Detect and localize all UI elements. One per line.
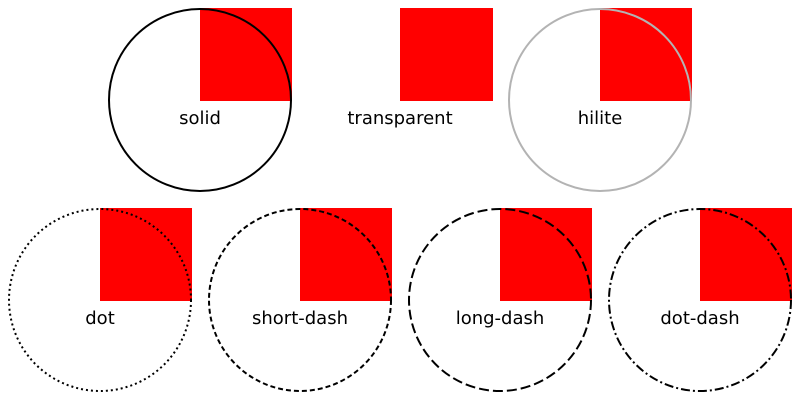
red-square (500, 208, 592, 301)
sample-dot: dot (8, 208, 192, 392)
sample-label-hilite: hilite (578, 108, 623, 129)
sample-label-long-dash: long-dash (456, 308, 545, 329)
sample-transparent: transparent (347, 8, 493, 129)
sample-hilite: hilite (508, 8, 692, 192)
solid-circle (108, 8, 292, 192)
hilite-circle (508, 8, 692, 192)
sample-label-dot: dot (85, 308, 115, 329)
short-dash-circle (208, 208, 392, 392)
sample-label-solid: solid (179, 108, 221, 129)
red-square (200, 8, 292, 101)
sample-label-dot-dash: dot-dash (660, 308, 739, 329)
sample-label-short-dash: short-dash (252, 308, 348, 329)
sample-solid: solid (108, 8, 292, 192)
red-square (400, 8, 493, 101)
long-dash-circle (408, 208, 592, 392)
sample-dot-dash: dot-dash (608, 208, 792, 392)
red-square (300, 208, 392, 301)
red-square (700, 208, 792, 301)
red-square (100, 208, 192, 301)
sample-long-dash: long-dash (408, 208, 592, 392)
dot-dash-circle (608, 208, 792, 392)
sample-label-transparent: transparent (347, 108, 452, 129)
dot-circle (8, 208, 192, 392)
sample-short-dash: short-dash (208, 208, 392, 392)
red-square (600, 8, 692, 101)
